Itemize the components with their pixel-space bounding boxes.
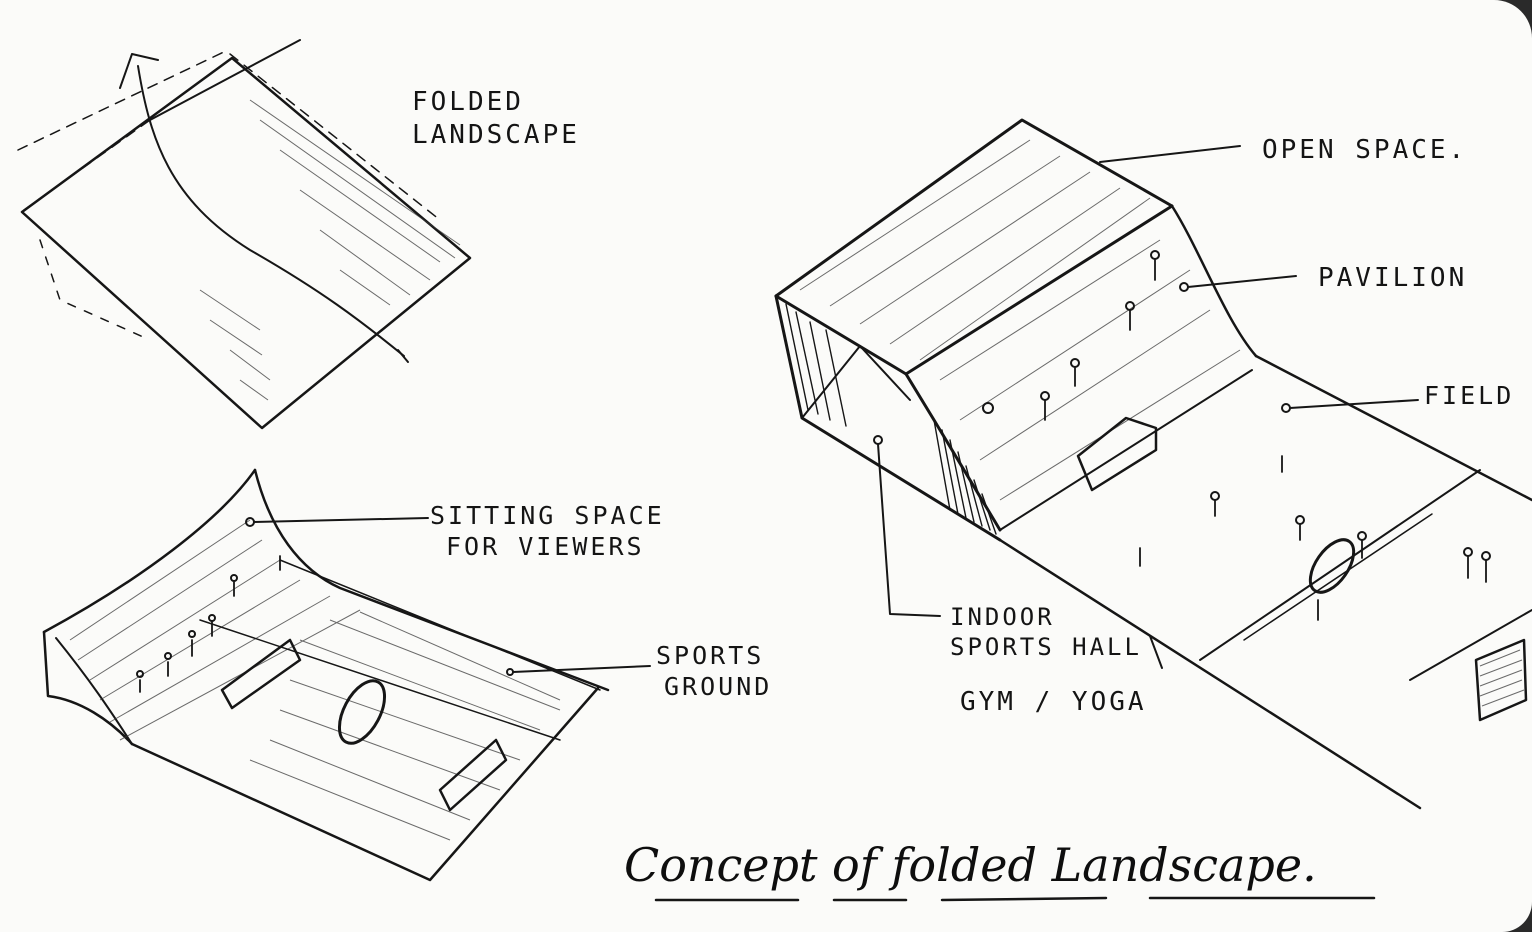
indoor-label-line2: SPORTS HALL xyxy=(950,632,1142,662)
folded-label-line1: FOLDED xyxy=(412,86,580,119)
sports-label-line1: SPORTS xyxy=(656,640,772,671)
indoor-sports-hall-label: INDOOR SPORTS HALL xyxy=(950,602,1142,662)
sports-ground-label: SPORTS GROUND xyxy=(656,640,772,703)
sketch-title: Concept of folded Landscape. xyxy=(624,838,1317,892)
sitting-label-line1: SITTING SPACE xyxy=(430,500,665,531)
sitting-label-line2: FOR VIEWERS xyxy=(430,531,665,562)
indoor-label-line1: INDOOR xyxy=(950,602,1142,632)
open-space-label: OPEN SPACE. xyxy=(1262,134,1467,167)
folded-sheet-sketch xyxy=(18,40,470,428)
sports-label-line2: GROUND xyxy=(656,671,772,702)
folded-landscape-label: FOLDED LANDSCAPE xyxy=(412,86,580,151)
title-underline xyxy=(656,898,1374,900)
pavilion-label: PAVILION xyxy=(1318,262,1467,295)
gym-yoga-label: GYM / YOGA xyxy=(960,686,1147,719)
sitting-space-label: SITTING SPACE FOR VIEWERS xyxy=(430,500,665,563)
field-label: FIELD xyxy=(1424,380,1514,411)
pavilion-field-sketch xyxy=(776,120,1532,808)
folded-label-line2: LANDSCAPE xyxy=(412,119,580,152)
